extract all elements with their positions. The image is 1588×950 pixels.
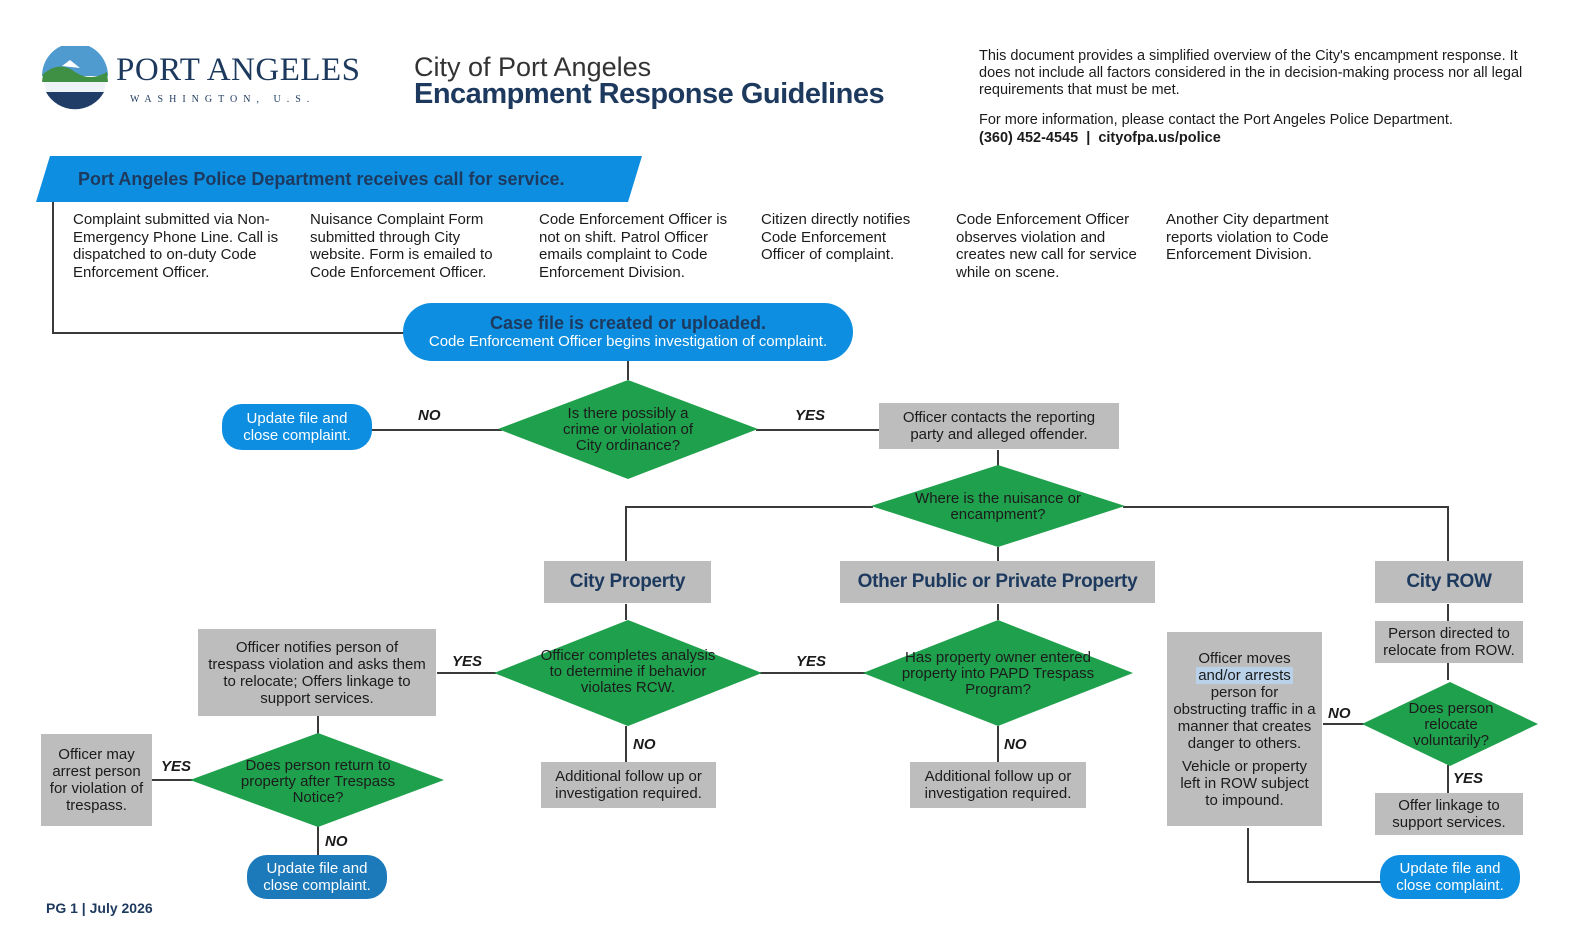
officer-moves-line1: Officer moves (1198, 649, 1291, 667)
title-line1: City of Port Angeles (414, 52, 652, 82)
yes-label-return: YES (161, 758, 192, 775)
case-file-node: Case file is created or uploaded. Code E… (403, 303, 853, 361)
source-phone-line: Complaint submitted via Non-Emergency Ph… (73, 211, 279, 281)
source-city-dept: Another City department reports violatio… (1166, 211, 1329, 263)
source-web-form: Nuisance Complaint Form submitted throug… (310, 211, 493, 281)
officer-moves-highlight: and/or arrests (1196, 666, 1293, 684)
no-label-rcw: NO (633, 736, 656, 753)
yes-label-papd: YES (796, 653, 827, 670)
close-complaint-right: Update file and close complaint. (1380, 855, 1520, 899)
notify-trespass-node: Officer notifies person of trespass viol… (198, 629, 436, 716)
source-citizen: Citizen directly notifies Code Enforceme… (761, 211, 911, 263)
disclaimer-text: This document provides a simplified over… (979, 48, 1523, 98)
banner-text: Port Angeles Police Department receives … (78, 169, 565, 189)
no-label-return: NO (325, 833, 348, 850)
officer-moves-node: Officer moves and/or arrests person for … (1167, 632, 1322, 826)
no-label-papd: NO (1004, 736, 1027, 753)
port-angeles-logo-icon (41, 46, 109, 115)
contact-details: (360) 452-4545 | cityofpa.us/police (979, 130, 1221, 146)
offer-linkage-node: Offer linkage to support services. (1375, 793, 1523, 835)
close-complaint-left: Update file and close complaint. (222, 404, 372, 450)
branch-city-property: City Property (544, 561, 711, 603)
officer-moves-line4: Vehicle or property left in ROW subject … (1180, 757, 1309, 809)
logo-subtitle: WASHINGTON, U.S. (130, 94, 316, 105)
contact-parties-node: Officer contacts the reporting party and… (879, 403, 1119, 449)
case-file-title: Case file is created or uploaded. (489, 313, 767, 333)
arrest-trespass-node: Officer may arrest person for violation … (41, 734, 152, 826)
banner-shape (36, 156, 642, 202)
followup-node-2: Additional follow up or investigation re… (910, 762, 1086, 808)
page-title: Encampment Response Guidelines (414, 78, 885, 110)
close-complaint-bottom: Update file and close complaint. (247, 855, 387, 899)
case-file-subtitle: Code Enforcement Officer begins investig… (428, 333, 828, 350)
row-directed-node: Person directed to relocate from ROW. (1375, 621, 1523, 663)
no-label-crime: NO (418, 407, 441, 424)
branch-city-row: City ROW (1375, 561, 1523, 603)
no-label-relocate: NO (1328, 705, 1351, 722)
source-patrol-email: Code Enforcement Officer is not on shift… (539, 211, 728, 281)
yes-label-relocate: YES (1453, 770, 1484, 787)
footer-page-label: PG 1 | July 2026 (46, 900, 153, 916)
contact-text: For more information, please contact the… (979, 112, 1453, 128)
officer-moves-line3: person for obstructing traffic in a mann… (1173, 683, 1316, 752)
logo-wordmark: PORT ANGELES (116, 52, 361, 88)
source-observed: Code Enforcement Officer observes violat… (956, 211, 1137, 281)
followup-node-1: Additional follow up or investigation re… (541, 762, 716, 808)
logo: PORT ANGELES WASHINGTON, U.S. (40, 46, 360, 120)
branch-other-property: Other Public or Private Property (840, 561, 1155, 603)
yes-label-rcw: YES (452, 653, 483, 670)
yes-label-crime: YES (795, 407, 826, 424)
